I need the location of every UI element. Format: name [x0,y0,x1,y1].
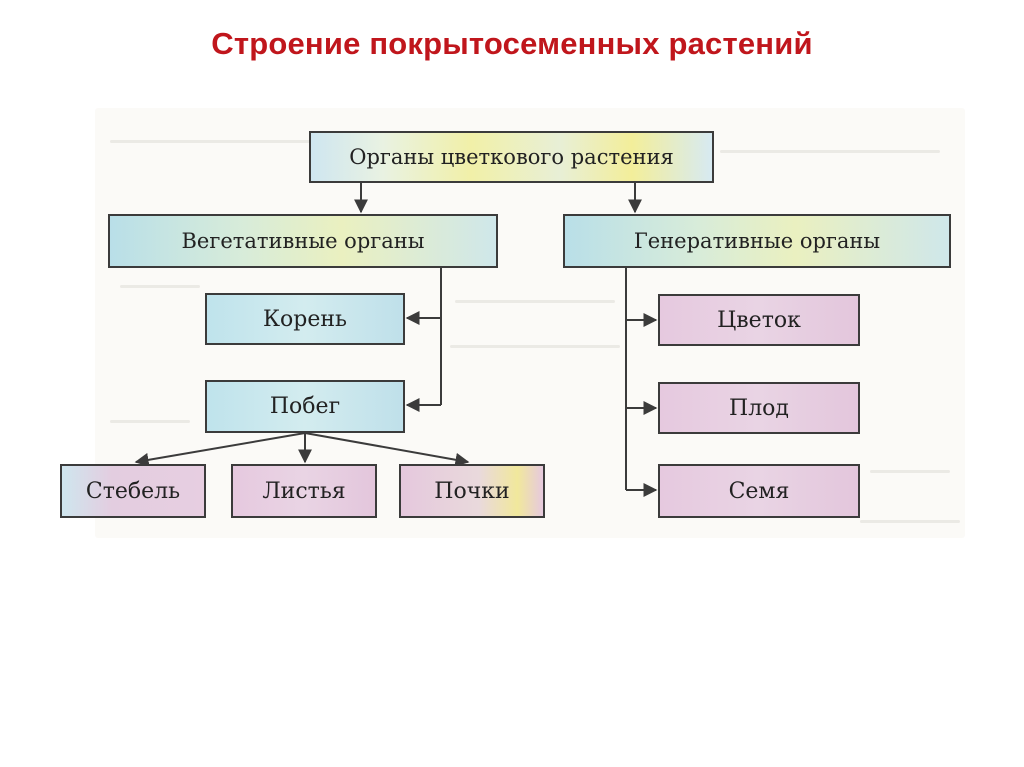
buds-label: Почки [434,478,510,504]
generative-node: Генеративные органы [563,214,951,268]
root-node-label: Органы цветкового растения [349,145,674,169]
flower-label: Цветок [717,307,801,333]
scan-line [450,345,620,348]
vegetative-node: Вегетативные органы [108,214,498,268]
scan-line [870,470,950,473]
seed-node: Семя [658,464,860,518]
connector-shoot-stem [134,432,306,467]
leaves-node: Листья [231,464,377,518]
shoot-label: Побег [269,394,341,419]
stem-node: Стебель [60,464,206,518]
flower-node: Цветок [658,294,860,346]
scan-line [455,300,615,303]
fruit-label: Плод [729,395,789,421]
slide-title: Строение покрытосеменных растений [211,26,813,61]
scan-line [860,520,960,523]
generative-node-label: Генеративные органы [633,229,881,253]
shoot-node: Побег [205,380,405,433]
root-organ-node: Корень [205,293,405,345]
root-node: Органы цветкового растения [309,131,714,183]
root-organ-label: Корень [262,306,347,332]
scan-line [110,420,190,423]
leaves-label: Листья [262,478,346,504]
buds-node: Почки [399,464,545,518]
stem-label: Стебель [85,478,181,504]
fruit-node: Плод [658,382,860,434]
vegetative-node-label: Вегетативные органы [181,229,425,253]
seed-label: Семя [728,478,790,504]
scan-line [110,140,310,143]
connector-shoot-buds [304,432,470,467]
scan-line [120,285,200,288]
scan-line [720,150,940,153]
